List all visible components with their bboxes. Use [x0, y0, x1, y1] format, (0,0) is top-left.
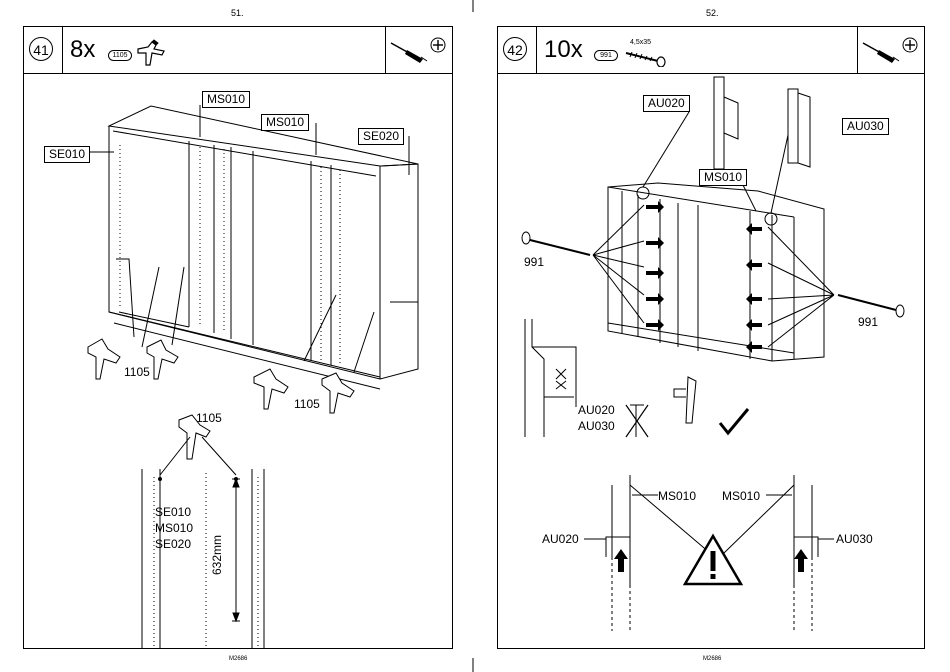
label-part-1105-b: 1105 — [294, 397, 320, 411]
label-au020-small: AU020 — [578, 403, 615, 417]
label-au030-small: AU030 — [578, 419, 615, 433]
label-part-1105-a: 1105 — [124, 365, 150, 379]
panel-list-se010: SE010 — [155, 505, 191, 519]
label-ms010: MS010 — [699, 169, 747, 186]
instruction-panel-step-42: 42 10x 991 4,5x35 — [497, 26, 925, 649]
label-ms010-mid: MS010 — [261, 114, 309, 131]
wardrobe-bracket-illustration — [24, 27, 454, 650]
check-icon — [716, 405, 752, 439]
label-screw-991-left: 991 — [524, 255, 544, 269]
label-au020-bottom: AU020 — [542, 532, 579, 546]
label-ms010-right: MS010 — [722, 489, 760, 503]
label-au030-bottom: AU030 — [836, 532, 873, 546]
label-se020: SE020 — [358, 128, 404, 145]
label-au030: AU030 — [842, 118, 889, 135]
warning-icon — [682, 533, 744, 587]
label-screw-991-right: 991 — [858, 315, 878, 329]
label-ms010-top: MS010 — [202, 91, 250, 108]
cross-icon — [550, 365, 574, 391]
panel-list-se020: SE020 — [155, 537, 191, 551]
dimension-632mm: 632mm — [210, 535, 224, 575]
label-ms010-left: MS010 — [658, 489, 696, 503]
label-au020: AU020 — [643, 95, 690, 112]
panel-list-ms010: MS010 — [155, 521, 193, 535]
instruction-panel-step-41: 41 8x 1105 — [23, 26, 453, 649]
label-se010: SE010 — [44, 146, 90, 163]
label-part-1105-c: 1105 — [196, 411, 222, 425]
